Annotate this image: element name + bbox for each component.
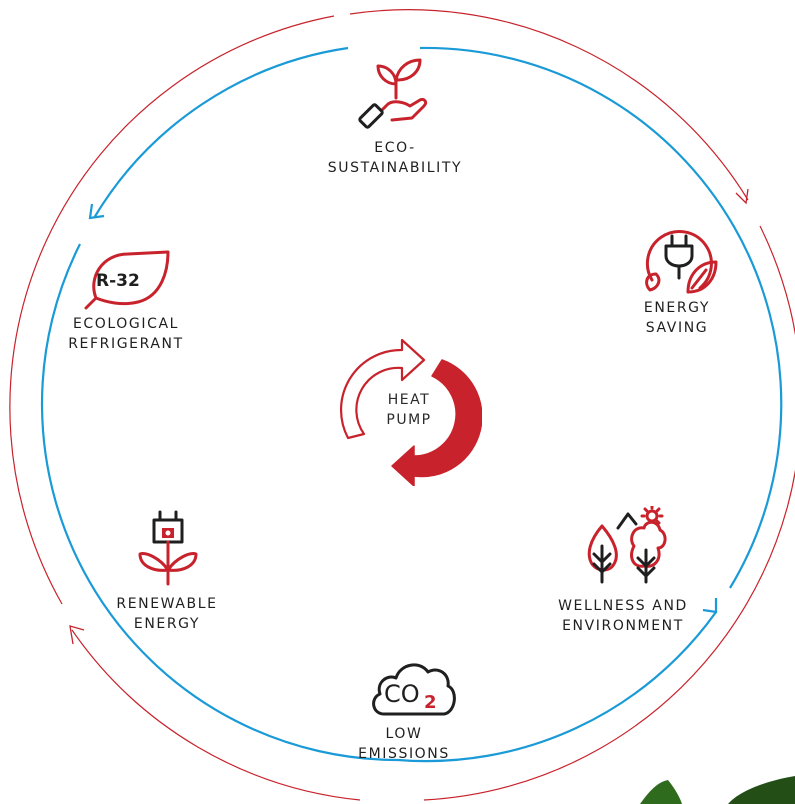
r32-leaf-icon: R-32 bbox=[84, 250, 170, 310]
low-emissions-label: LOW EMISSIONS bbox=[358, 726, 450, 762]
center-label: HEAT PUMP bbox=[386, 392, 432, 428]
red-arrowhead bbox=[735, 188, 749, 205]
co2-sub-text: 2 bbox=[424, 692, 437, 713]
inner-blue-arc bbox=[419, 46, 783, 589]
trees-sun-icon bbox=[587, 506, 667, 584]
leaf-decoration bbox=[640, 780, 682, 804]
hand-sprout-icon bbox=[358, 58, 428, 129]
energy-saving-label: ENERGY SAVING bbox=[643, 300, 711, 336]
eco-sustainability-label: ECO- SUSTAINABILITY bbox=[327, 140, 463, 176]
outer-red-arc bbox=[349, 9, 749, 201]
renewable-energy-label: RENEWABLE ENERGY bbox=[116, 596, 218, 632]
outer-red-arc bbox=[423, 225, 795, 801]
co2-main-text: CO bbox=[384, 680, 420, 708]
blue-arrowhead bbox=[702, 598, 718, 614]
blue-arrowhead bbox=[88, 203, 105, 220]
leaf-decoration bbox=[728, 776, 795, 804]
plug-leaf-icon bbox=[645, 230, 718, 294]
inner-blue-arc bbox=[93, 46, 349, 219]
co2-cloud-icon: CO 2 bbox=[372, 663, 456, 716]
outer-red-arc bbox=[9, 15, 335, 605]
ecological-refrigerant-label: ECOLOGICAL REFRIGERANT bbox=[68, 316, 184, 352]
recycle-arrows-icon bbox=[339, 338, 482, 486]
wellness-environment-label: WELLNESS AND ENVIRONMENT bbox=[558, 598, 688, 634]
inner-blue-arc bbox=[40, 243, 717, 763]
plug-plant-icon bbox=[138, 510, 198, 586]
r32-badge-text: R-32 bbox=[96, 271, 140, 291]
red-arrowhead bbox=[69, 625, 85, 645]
outer-red-arc bbox=[71, 629, 361, 801]
